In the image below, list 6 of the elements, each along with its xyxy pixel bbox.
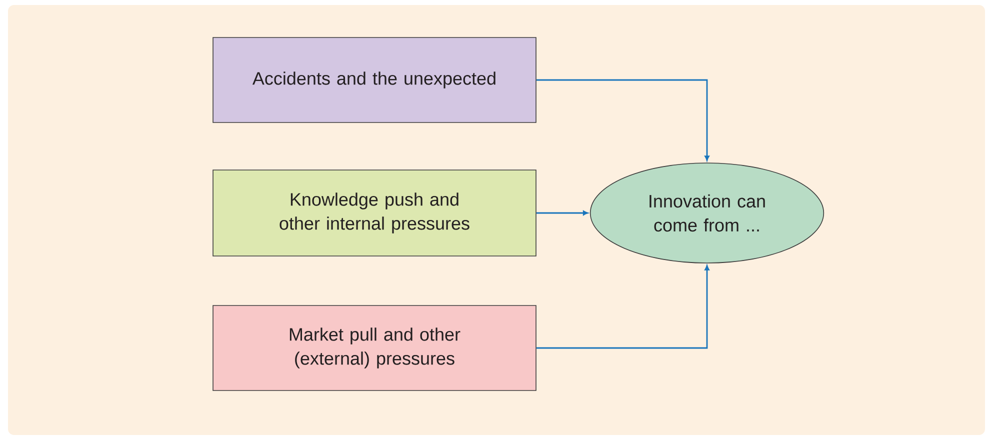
process-box: Accidents and the unexpected: [212, 37, 536, 123]
arrow: [536, 79, 710, 161]
process-box: Market pull and other (external) pressures: [212, 305, 536, 391]
arrow: [536, 210, 588, 216]
arrow: [536, 265, 710, 349]
process-box: Knowledge push and other internal pressures: [212, 170, 536, 256]
